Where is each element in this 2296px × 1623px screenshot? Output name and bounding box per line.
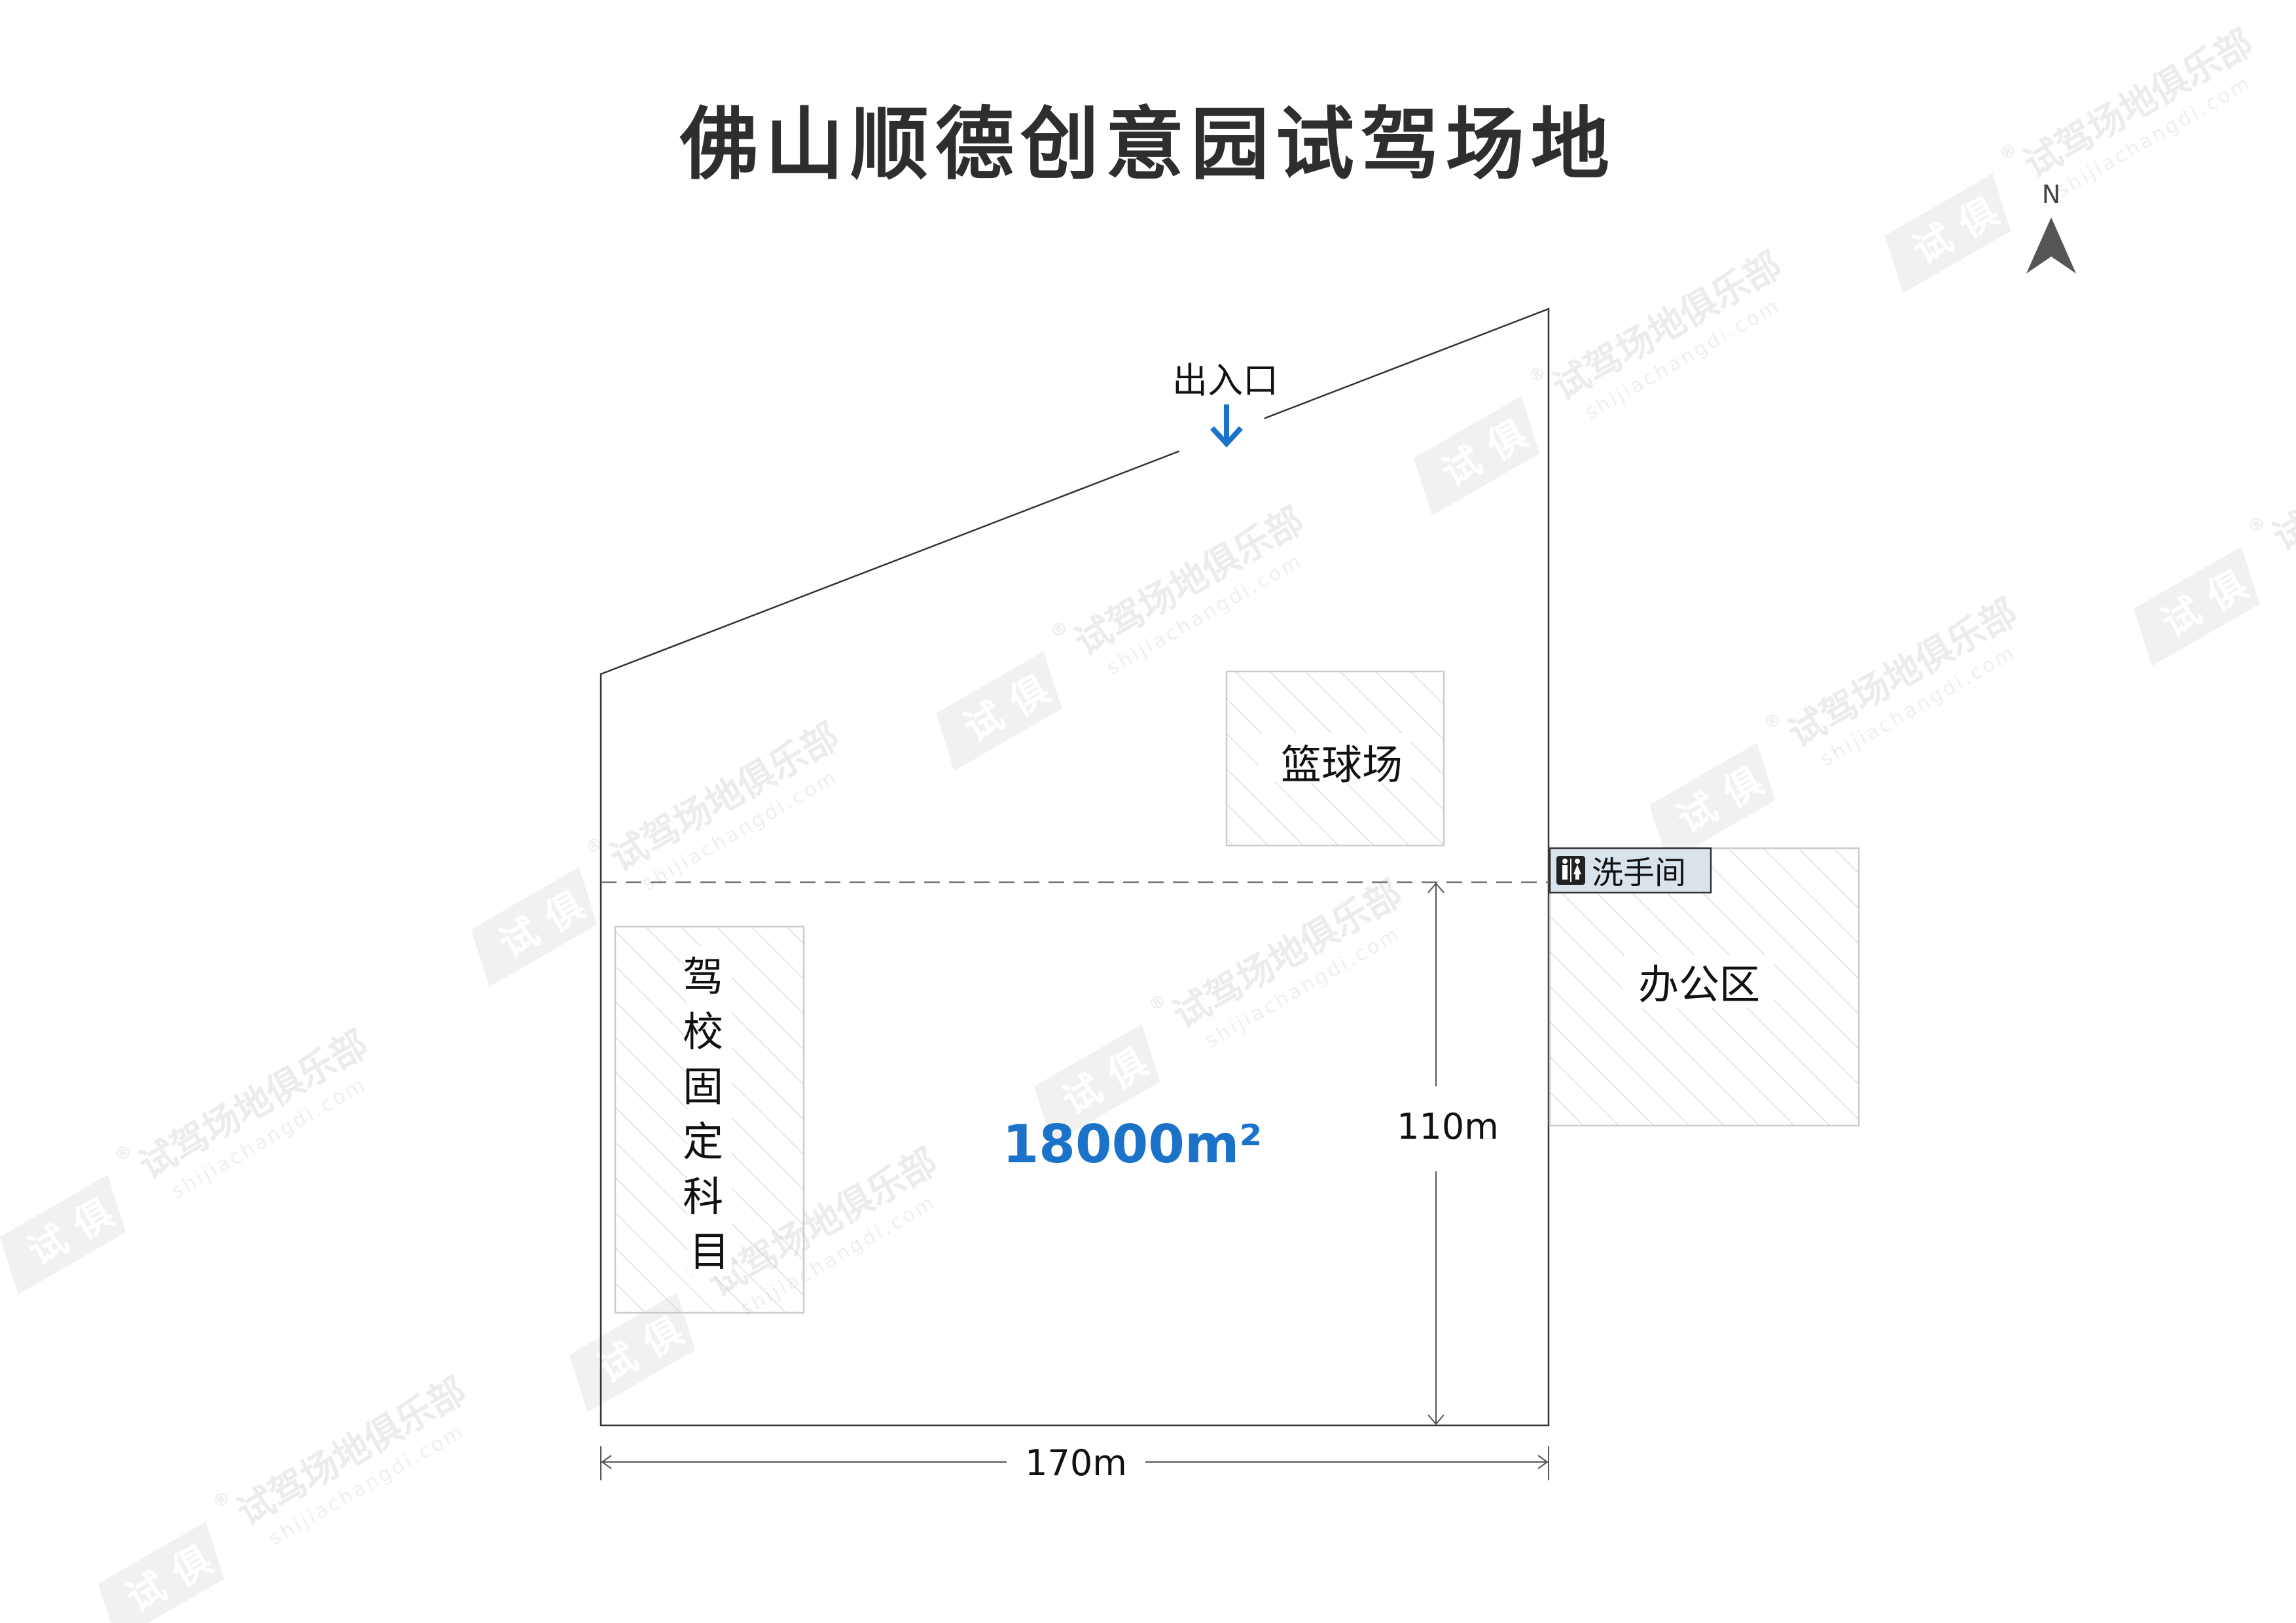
arrow-down-icon <box>1210 404 1243 448</box>
watermark-registered: ® <box>583 833 607 859</box>
compass-letter: N <box>2042 180 2060 209</box>
watermark-registered: ® <box>1525 362 1550 387</box>
driving-school-label: 驾 校 固 定 科 目 <box>683 953 736 1275</box>
driving-school-char: 驾 <box>683 953 723 1001</box>
width-dimension-label: 170m <box>1025 1442 1127 1484</box>
restroom-label: 洗手间 <box>1592 855 1686 891</box>
watermark-registered: ® <box>1047 617 1072 643</box>
watermark-logo-icon <box>1034 1024 1160 1144</box>
watermark-registered: ® <box>2245 512 2270 538</box>
watermark-registered: ® <box>111 1141 136 1166</box>
area-label: 18000m² <box>1003 1114 1263 1175</box>
restroom-tag: 洗手间 <box>1549 847 1712 894</box>
office-label: 办公区 <box>1638 961 1760 1008</box>
watermark-registered: ® <box>209 1488 234 1513</box>
zone-basketball-court: 篮球场 <box>1225 670 1445 847</box>
compass: N <box>2026 180 2076 274</box>
basketball-court-label: 篮球场 <box>1281 741 1403 789</box>
area-unit: m² <box>1185 1114 1262 1175</box>
watermark-logo-icon <box>2134 546 2260 666</box>
watermark-logo-icon <box>1885 173 2011 293</box>
height-dimension-label: 110m <box>1397 1106 1499 1147</box>
dimension-height: 110m <box>1397 882 1499 1425</box>
watermark-logo-icon <box>936 651 1062 771</box>
page-title: 佛山顺德创意园试驾场地 <box>679 99 1616 190</box>
zone-driving-school: 驾 校 固 定 科 目 <box>614 925 805 1314</box>
watermark-registered: ® <box>1996 139 2021 165</box>
driving-school-char: 科 <box>683 1173 723 1221</box>
watermark-logo-icon <box>0 1175 126 1294</box>
entrance-label: 出入口 <box>1172 360 1278 401</box>
restroom-icon <box>1556 856 1585 885</box>
dimension-width: 170m <box>600 1442 1549 1484</box>
driving-school-char: 固 <box>683 1063 723 1111</box>
area-value: 18000 <box>1003 1114 1185 1175</box>
north-arrow-icon <box>2026 217 2076 274</box>
zone-office: 办公区 <box>1549 847 1860 1127</box>
driving-school-char: 定 <box>683 1118 723 1166</box>
watermark-registered: ® <box>1761 709 1785 734</box>
watermark-logo-icon <box>1414 396 1540 516</box>
watermark-logo-icon <box>471 867 598 987</box>
driving-school-char: 校 <box>683 1008 723 1056</box>
watermark-logo-icon <box>98 1522 224 1623</box>
watermark-registered: ® <box>1145 990 1170 1016</box>
driving-school-char: 目 <box>689 1228 730 1275</box>
watermark-logo-icon <box>1649 743 1776 863</box>
watermark-text: 试驾场地俱乐部 <box>2265 395 2296 560</box>
